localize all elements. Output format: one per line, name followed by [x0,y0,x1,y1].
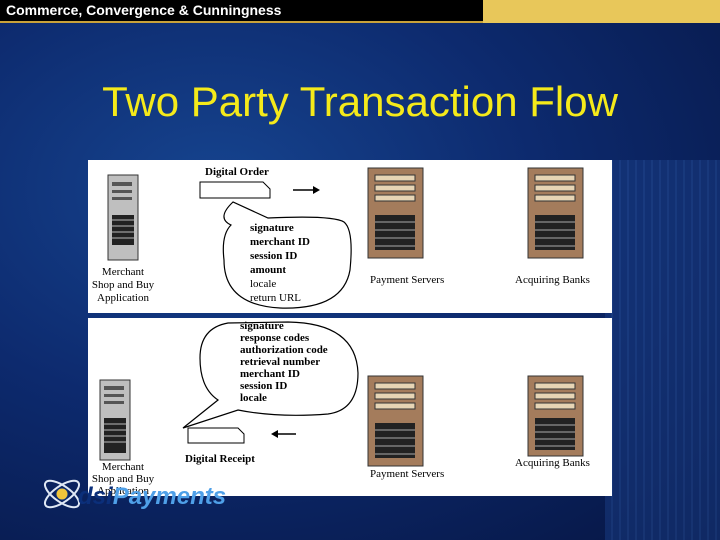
callout-line-2: response codes [240,332,310,344]
top-flow-diagram: Merchant Shop and Buy Application Digita… [92,166,590,309]
merchant-label-line-3: Application [97,292,149,304]
digital-receipt-document-icon [187,427,245,444]
payment-server-icon [367,167,424,259]
dsi-logo-icon [43,479,81,509]
callout-line-1: signature [250,222,294,234]
payment-servers-label: Payment Servers [370,468,444,480]
merchant-label-line-1: Merchant [102,266,144,278]
receipt-callout-bubble [182,321,359,429]
digital-order-label: Digital Order [205,166,269,178]
merchant-computer-icon [107,174,139,261]
callout-line-3: authorization code [240,344,328,356]
callout-line-1: signature [240,320,284,332]
logo-prefix: dsi [78,483,113,510]
background-building [605,160,720,540]
acquiring-banks-label: Acquiring Banks [515,457,590,469]
receipt-arrow-head [271,430,278,438]
logo-text: dsiPayments [78,483,226,511]
callout-line-2: merchant ID [250,236,310,248]
callout-line-3: session ID [250,250,297,262]
callout-line-6: return URL [250,292,301,304]
merchant-label-line-1: Merchant [102,461,144,473]
callout-line-4: amount [250,264,286,276]
callout-line-6: session ID [240,380,287,392]
callout-line-5: merchant ID [240,368,300,380]
header-bar: Commerce, Convergence & Cunningness [0,0,720,23]
merchant-label-line-2: Shop and Buy [92,473,155,485]
merchant-label-line-3: Application [97,485,149,496]
top-flow-panel: Merchant Shop and Buy Application Digita… [88,160,612,313]
bottom-flow-diagram: signature response codes authorization c… [92,320,590,497]
payment-server-icon [367,375,424,467]
order-callout-bubble [222,201,352,309]
logo-main: Payments [112,483,227,510]
order-arrow-head [313,186,320,194]
callout-line-7: locale [240,392,267,404]
bottom-flow-panel: signature response codes authorization c… [88,318,612,497]
digital-receipt-label: Digital Receipt [185,453,255,465]
slide-title: Two Party Transaction Flow [102,78,618,125]
callout-line-5: locale [250,278,276,290]
merchant-computer-icon [99,379,131,461]
header-accent [483,0,720,23]
acquiring-bank-icon [527,375,584,457]
acquiring-banks-label: Acquiring Banks [515,274,590,286]
digital-order-document-icon [199,181,271,199]
header-text: Commerce, Convergence & Cunningness [0,0,483,23]
callout-line-4: retrieval number [240,356,320,368]
acquiring-bank-icon [527,167,584,259]
payment-servers-label: Payment Servers [370,274,444,286]
merchant-label-line-2: Shop and Buy [92,279,155,291]
